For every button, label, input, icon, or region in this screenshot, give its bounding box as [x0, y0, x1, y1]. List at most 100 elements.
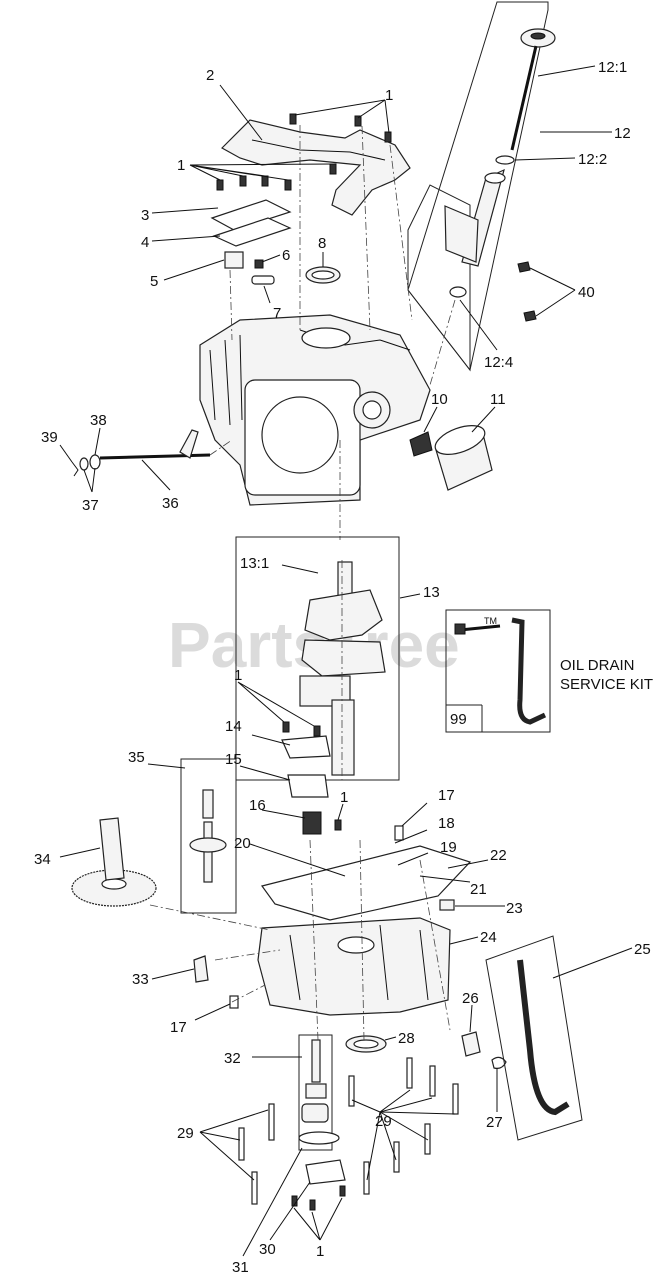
label-4: 4: [141, 234, 149, 251]
watermark-tm: TM: [484, 616, 497, 626]
alignment-lines-top: [209, 125, 456, 540]
spacer-part-7: [251, 275, 275, 285]
label-18: 18: [438, 815, 455, 832]
breather-part-5: [224, 251, 244, 269]
plug-part-23: [439, 899, 455, 911]
label-30: 30: [259, 1241, 276, 1258]
label-17a: 17: [438, 787, 455, 804]
label-17b: 17: [170, 1019, 187, 1036]
label-21: 21: [470, 881, 487, 898]
drain-valve-part-26: [461, 1031, 481, 1057]
part-33: [193, 955, 209, 983]
label-15: 15: [225, 751, 242, 768]
label-1c: 1: [234, 667, 242, 684]
label-32: 32: [224, 1050, 241, 1067]
oil-pump-group-frame: [298, 1034, 333, 1151]
governor-shaft: [71, 429, 211, 477]
label-20: 20: [234, 835, 251, 852]
engine-block: [199, 314, 431, 506]
label-36: 36: [162, 495, 179, 512]
oil-drain-hose: [454, 617, 547, 725]
label-40: 40: [578, 284, 595, 301]
alignment-lines-bottom: [149, 839, 451, 1041]
governor-group-frame: [180, 758, 237, 914]
part-16: [302, 811, 322, 835]
drain-hose-group-frame: [485, 935, 583, 1141]
label-26: 26: [462, 990, 479, 1007]
part-labels: 2 1 12:1 12 12:2 1 3 4 5 6 7 8 40 12:4 1…: [34, 59, 653, 1276]
label-10: 10: [431, 391, 448, 408]
leader-lines: [59, 65, 633, 1257]
label-22: 22: [490, 847, 507, 864]
bolts-1-bottom: [291, 1185, 346, 1211]
label-14: 14: [225, 718, 242, 735]
oil-pump: [301, 1039, 329, 1123]
label-38: 38: [90, 412, 107, 429]
label-12-2: 12:2: [578, 151, 607, 168]
label-23: 23: [506, 900, 523, 917]
label-1e: 1: [316, 1243, 324, 1260]
bolt-part-6: [254, 259, 264, 269]
bolt-part-1c-a: [282, 721, 290, 733]
valve-cover-gasket: [212, 217, 292, 247]
drain-hose-part-25: [517, 959, 570, 1116]
crankcase-gasket: [260, 845, 472, 921]
part-14: [281, 735, 331, 759]
crankcase-sump: [257, 917, 451, 1016]
part-15: [287, 774, 329, 798]
label-11: 11: [490, 391, 506, 408]
dipstick-group-frame: [407, 1, 549, 372]
o-ring-part-31: [298, 1131, 340, 1145]
label-19: 19: [440, 839, 457, 856]
camshaft-gear: [71, 817, 157, 907]
label-5: 5: [150, 273, 158, 290]
label-12: 12: [614, 125, 631, 142]
dipstick-assembly: [444, 28, 556, 298]
label-8: 8: [318, 235, 326, 252]
label-33: 33: [132, 971, 149, 988]
label-35: 35: [128, 749, 145, 766]
label-7: 7: [273, 305, 281, 322]
oil-drain-kit-frame: [445, 609, 551, 733]
label-16: 16: [249, 797, 266, 814]
dipstick-group-bracket-frame: [407, 184, 471, 372]
label-29a: 29: [177, 1125, 194, 1142]
label-37: 37: [82, 497, 99, 514]
crankshaft: [299, 560, 386, 780]
bolt-part-1c-b: [313, 725, 321, 737]
label-27: 27: [486, 1114, 503, 1131]
label-24: 24: [480, 929, 497, 946]
label-3: 3: [141, 207, 149, 224]
label-1d: 1: [340, 789, 348, 806]
label-6: 6: [282, 247, 290, 264]
oil-drain-kit-title-line2: SERVICE KIT: [560, 676, 653, 693]
label-1a: 1: [385, 87, 393, 104]
label-12-4: 12:4: [484, 354, 513, 371]
label-13: 13: [423, 584, 440, 601]
cover-part-30: [305, 1159, 346, 1185]
bolt-part-1d: [334, 819, 342, 831]
label-31: 31: [232, 1259, 249, 1276]
bolts-1-top: [216, 113, 392, 191]
label-12-1: 12:1: [598, 59, 627, 76]
oil-drain-kit-title-line1: OIL DRAIN: [560, 657, 634, 674]
pin-part-17a: [394, 825, 404, 841]
governor-assembly: [189, 789, 227, 883]
label-1b: 1: [177, 157, 185, 174]
label-39: 39: [41, 429, 58, 446]
pin-part-17b: [229, 995, 239, 1009]
label-25: 25: [634, 941, 651, 958]
label-13-1: 13:1: [240, 555, 269, 572]
bolts-29: [238, 1057, 459, 1205]
valve-cover: [210, 199, 292, 231]
blower-housing: [221, 119, 411, 216]
label-28: 28: [398, 1030, 415, 1047]
oil-filter-adapter: [409, 431, 433, 457]
bolts-40: [517, 261, 537, 322]
label-34: 34: [34, 851, 51, 868]
label-2: 2: [206, 67, 214, 84]
label-29b: 29: [375, 1113, 392, 1130]
oil-filter: [434, 425, 493, 491]
label-99: 99: [450, 711, 467, 728]
